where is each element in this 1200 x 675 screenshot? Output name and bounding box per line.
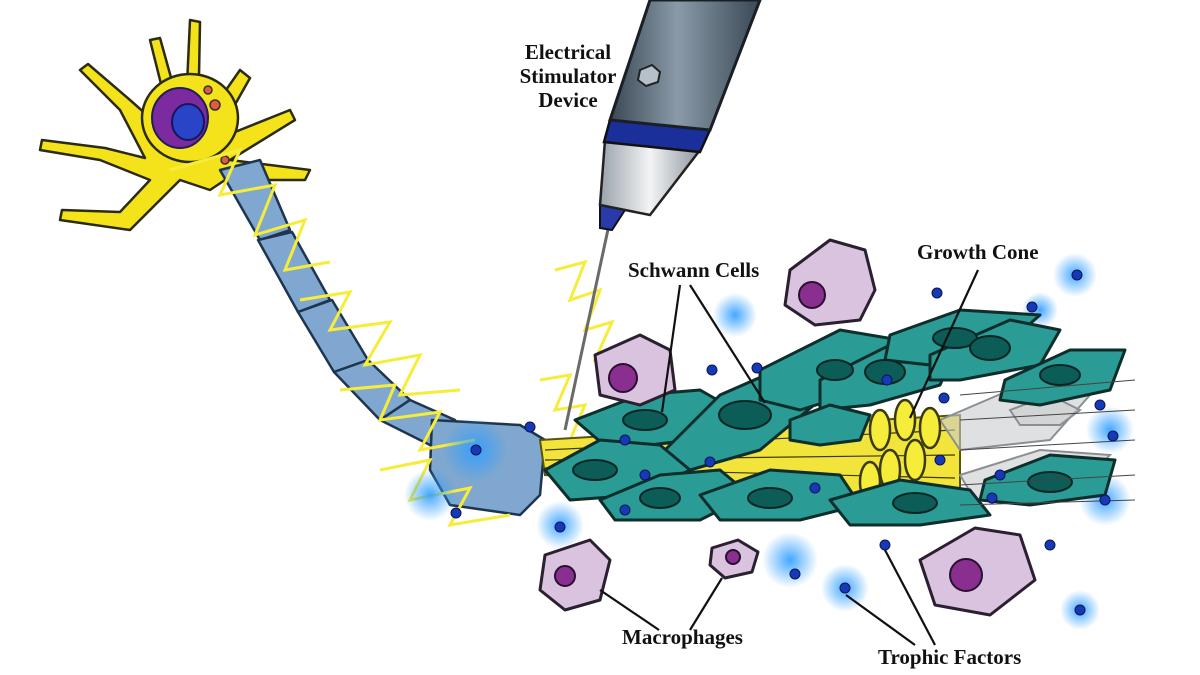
trophic-factors <box>450 269 1119 616</box>
macrophage-nuclei <box>554 281 983 592</box>
stimulator-label: Electrical Stimulator Device <box>508 40 628 112</box>
schwann-cells-label: Schwann Cells <box>628 258 760 282</box>
schwann-nuclei <box>572 327 1081 514</box>
electrical-stimulator-device <box>563 0 762 431</box>
growth-cone-label: Growth Cone <box>917 240 1039 264</box>
stimulator-label-line-1: Electrical <box>524 40 612 64</box>
trophic-factors-label: Trophic Factors <box>878 645 1022 669</box>
neuron-nucleus <box>151 85 230 165</box>
leader-lines <box>599 269 979 646</box>
stimulator-label-line-2: Stimulator <box>519 64 617 89</box>
macrophages-label: Macrophages <box>622 625 743 649</box>
stimulator-label-line-3: Device <box>538 88 598 113</box>
